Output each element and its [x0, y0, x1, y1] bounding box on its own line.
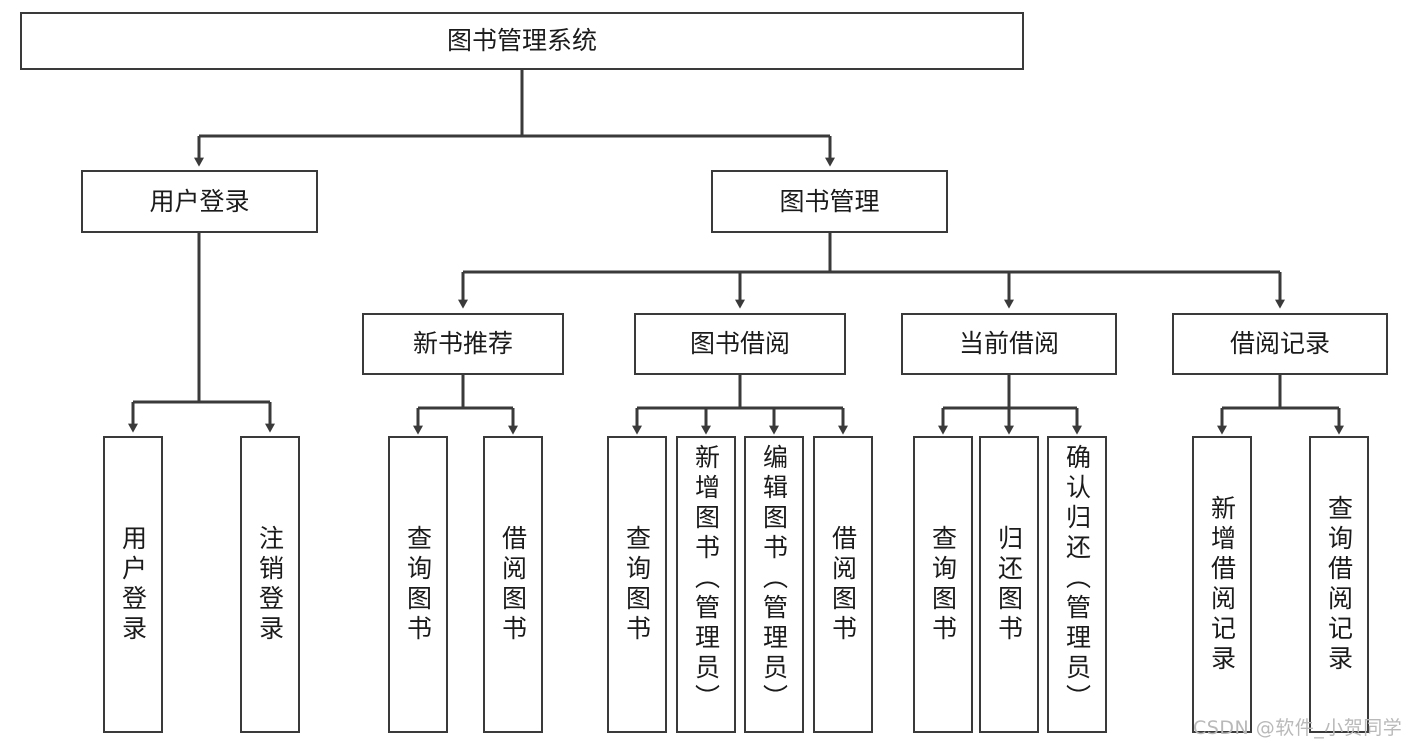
node-book-manage-label: 图书管理	[779, 186, 880, 216]
node-borrow-record[interactable]: 借阅记录	[1172, 313, 1388, 375]
node-leaf-add-book-label: 新增图书（管理员）	[691, 444, 721, 714]
node-user-login[interactable]: 用户登录	[81, 170, 318, 233]
node-leaf-query-record[interactable]: 查询借阅记录	[1309, 436, 1369, 733]
node-leaf-logout-label: 注销登录	[255, 524, 285, 645]
node-leaf-borrow-book-2[interactable]: 借阅图书	[813, 436, 873, 733]
node-leaf-query-book-2[interactable]: 查询图书	[607, 436, 667, 733]
node-book-borrow[interactable]: 图书借阅	[634, 313, 846, 375]
node-leaf-edit-book-label: 编辑图书（管理员）	[759, 444, 789, 714]
node-leaf-user-login-label: 用户登录	[118, 524, 148, 645]
node-leaf-query-book-2-label: 查询图书	[622, 524, 652, 645]
node-leaf-user-login[interactable]: 用户登录	[103, 436, 163, 733]
node-borrow-record-label: 借阅记录	[1229, 329, 1330, 359]
node-new-book-rec-label: 新书推荐	[412, 329, 513, 359]
node-leaf-return-book[interactable]: 归还图书	[979, 436, 1039, 733]
node-leaf-add-record-label: 新增借阅记录	[1207, 494, 1237, 675]
node-leaf-query-book-1-label: 查询图书	[403, 524, 433, 645]
node-leaf-query-book-3-label: 查询图书	[928, 524, 958, 645]
node-leaf-borrow-book-1-label: 借阅图书	[498, 524, 528, 645]
node-leaf-borrow-book-2-label: 借阅图书	[828, 524, 858, 645]
node-leaf-query-record-label: 查询借阅记录	[1324, 494, 1354, 675]
node-root-label: 图书管理系统	[446, 26, 597, 56]
node-leaf-add-record[interactable]: 新增借阅记录	[1192, 436, 1252, 733]
node-user-login-label: 用户登录	[149, 186, 250, 216]
node-current-borrow-label: 当前借阅	[958, 329, 1059, 359]
node-leaf-edit-book[interactable]: 编辑图书（管理员）	[744, 436, 804, 733]
node-root[interactable]: 图书管理系统	[20, 12, 1024, 70]
node-leaf-confirm-return-label: 确认归还（管理员）	[1062, 444, 1092, 714]
node-leaf-logout[interactable]: 注销登录	[240, 436, 300, 733]
node-book-borrow-label: 图书借阅	[689, 329, 790, 359]
node-leaf-add-book[interactable]: 新增图书（管理员）	[676, 436, 736, 733]
node-book-manage[interactable]: 图书管理	[711, 170, 948, 233]
node-new-book-rec[interactable]: 新书推荐	[362, 313, 564, 375]
node-leaf-confirm-return[interactable]: 确认归还（管理员）	[1047, 436, 1107, 733]
node-leaf-query-book-3[interactable]: 查询图书	[913, 436, 973, 733]
node-leaf-return-book-label: 归还图书	[994, 524, 1024, 645]
node-leaf-borrow-book-1[interactable]: 借阅图书	[483, 436, 543, 733]
node-current-borrow[interactable]: 当前借阅	[901, 313, 1117, 375]
node-leaf-query-book-1[interactable]: 查询图书	[388, 436, 448, 733]
